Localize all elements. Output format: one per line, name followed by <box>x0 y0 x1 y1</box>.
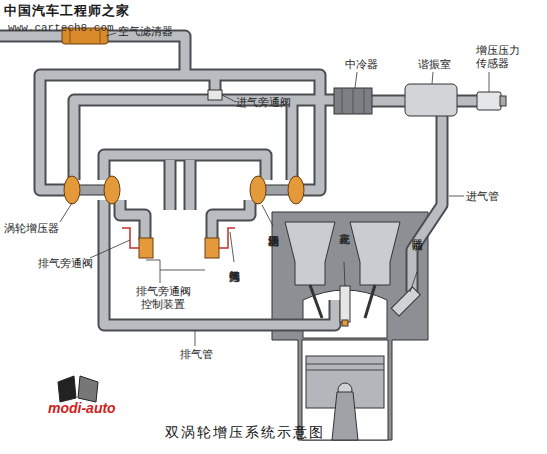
part-label: 涡轮增压器 <box>4 222 59 235</box>
compressor-outlet-pipe <box>286 100 299 180</box>
wastegate-rod <box>122 228 139 248</box>
resonator <box>405 84 457 116</box>
leader-line <box>222 95 236 102</box>
sensor-pipe <box>455 97 478 106</box>
valve-stem <box>310 285 322 318</box>
intake-pipe <box>412 116 442 292</box>
wastegate-rod <box>219 228 235 248</box>
exhaust-outlet <box>170 160 190 210</box>
compressor-outlet-pipe <box>74 100 336 180</box>
compressor-outlet-pipe <box>288 100 297 180</box>
part-label: 排气管 <box>180 348 213 361</box>
turbine-pipe <box>104 155 266 180</box>
figure-caption: 双涡轮增压系统示意图 <box>165 424 325 440</box>
valve-spring <box>350 222 400 285</box>
part-label: 进气旁通阀 <box>236 96 291 109</box>
logo-flag <box>58 376 76 402</box>
watermark: 中国汽车工程师之家 <box>4 3 130 18</box>
leader-line <box>195 331 196 346</box>
compressor-inlet-pipe <box>40 75 320 190</box>
piston-ring <box>306 364 384 365</box>
turbine-outlet <box>212 200 250 240</box>
cooler-fin <box>342 89 343 113</box>
compressor-wheel <box>64 176 80 204</box>
leader-line <box>410 272 417 292</box>
part-label: 增压压力传感器 <box>476 44 524 70</box>
leader-line <box>230 232 234 262</box>
part-label: 空气滤清器 <box>118 25 173 38</box>
piston-ring <box>306 370 384 371</box>
part-label: 中冷器 <box>345 58 378 71</box>
valve-stem <box>365 285 375 318</box>
logo-flag <box>78 376 98 402</box>
charge-pipe <box>372 95 406 108</box>
part-label: 排气旁通阀控制装置 <box>134 285 192 311</box>
leader-line <box>355 72 357 88</box>
turbine-outlet <box>120 200 145 240</box>
wastegate-actuator <box>139 238 153 258</box>
turbine-wheel <box>250 176 266 204</box>
fuel-injector <box>391 287 420 316</box>
cooler-fin <box>364 89 365 113</box>
charge-pipe <box>372 97 406 106</box>
leader-line <box>449 196 464 197</box>
sensor-plug <box>500 96 506 106</box>
intake-pipe <box>412 116 442 292</box>
spark-tip <box>342 320 348 326</box>
pressure-sensor <box>477 92 501 110</box>
compressor-wheel <box>288 176 304 204</box>
leader-line <box>489 72 490 92</box>
part-label: 排气旁通阀 <box>38 257 93 270</box>
wastegate-actuator <box>205 238 219 258</box>
turbine-wheel <box>104 176 120 204</box>
exhaust-pipe <box>104 200 335 325</box>
watermark-url: www.cartech8.com <box>8 22 114 35</box>
sensor-pipe <box>455 95 478 108</box>
injector-group <box>391 287 420 316</box>
leader-line <box>60 203 72 222</box>
compressor-inlet-pipe <box>40 75 320 190</box>
pipe-network <box>0 36 478 325</box>
turbine-outlet <box>212 200 250 240</box>
cooler-fin <box>353 89 354 113</box>
leader-line <box>432 72 433 84</box>
turbine-outlet <box>120 200 145 240</box>
part-label: 谐振室 <box>418 58 451 71</box>
leader-line <box>90 240 130 258</box>
valve-spring <box>285 222 335 285</box>
exhaust-pipe <box>104 200 335 325</box>
exhaust-outlet <box>170 160 190 210</box>
part-label: 进气管 <box>466 190 499 203</box>
spark-plug <box>340 286 350 322</box>
bypass-valve <box>208 90 222 100</box>
leader-line <box>146 260 205 283</box>
logo-text: modi-auto <box>48 400 116 416</box>
connecting-rod <box>332 392 358 440</box>
leader-line <box>344 262 345 286</box>
compressor-outlet-pipe <box>74 100 336 180</box>
leader-line <box>262 205 273 226</box>
intercooler <box>334 88 372 114</box>
